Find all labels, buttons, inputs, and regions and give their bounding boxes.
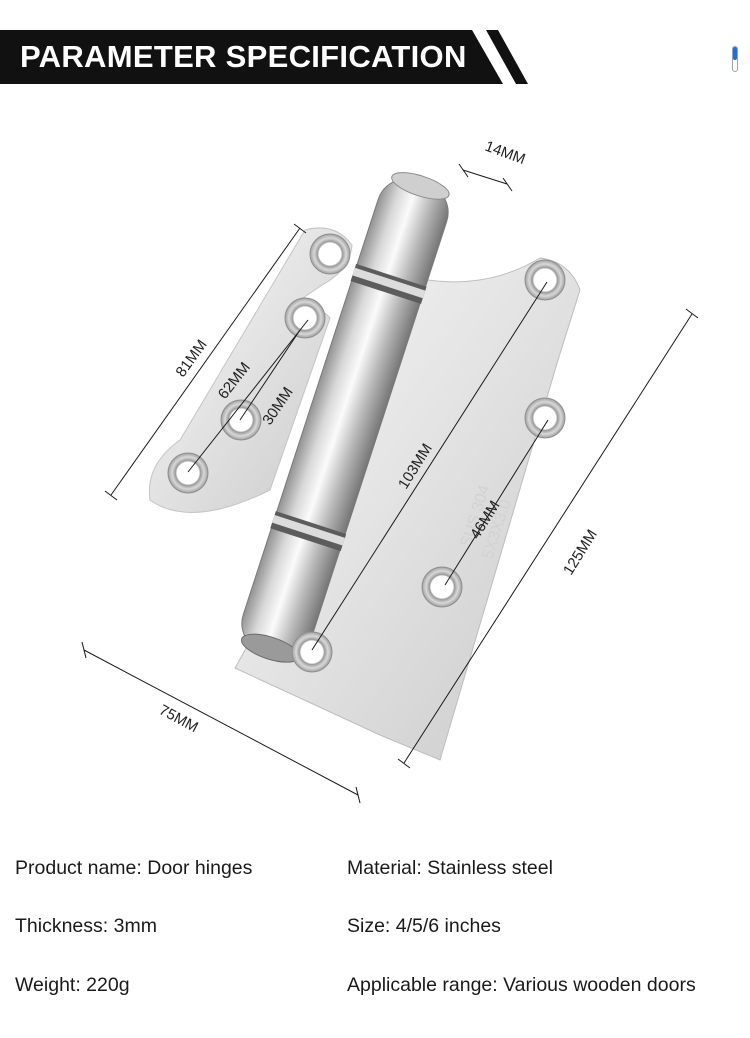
hinge-barrel — [240, 172, 450, 663]
spec-size: Size: 4/5/6 inches — [347, 915, 501, 937]
spec-thickness: Thickness: 3mm — [15, 915, 157, 937]
screw-hole — [291, 631, 333, 673]
screw-hole — [524, 397, 566, 439]
spec-applicable-range: Applicable range: Various wooden doors — [347, 974, 696, 996]
screw-hole — [167, 452, 209, 494]
screw-hole — [309, 233, 351, 275]
banner-shape — [0, 30, 528, 84]
dimension-lines — [81, 163, 699, 804]
screw-hole — [524, 259, 566, 301]
screw-hole — [284, 297, 326, 339]
spec-weight: Weight: 220g — [15, 974, 130, 996]
dim-label-height: 125MM — [560, 527, 601, 578]
hinge-diagram: SUS 304 5X3X3.0 — [81, 138, 699, 804]
screw-hole — [421, 566, 463, 608]
dim-label-width: 75MM — [156, 702, 201, 737]
spec-product-name: Product name: Door hinges — [15, 857, 253, 879]
scroll-indicator-icon — [732, 46, 738, 72]
header-banner: PARAMETER SPECIFICATION — [0, 30, 528, 84]
dim-label-hole-span-left: 81MM — [172, 337, 210, 381]
spec-material: Material: Stainless steel — [347, 857, 553, 879]
page-title: PARAMETER SPECIFICATION — [20, 39, 467, 74]
dim-label-pin-width: 14MM — [483, 138, 528, 168]
screw-hole — [220, 399, 262, 441]
